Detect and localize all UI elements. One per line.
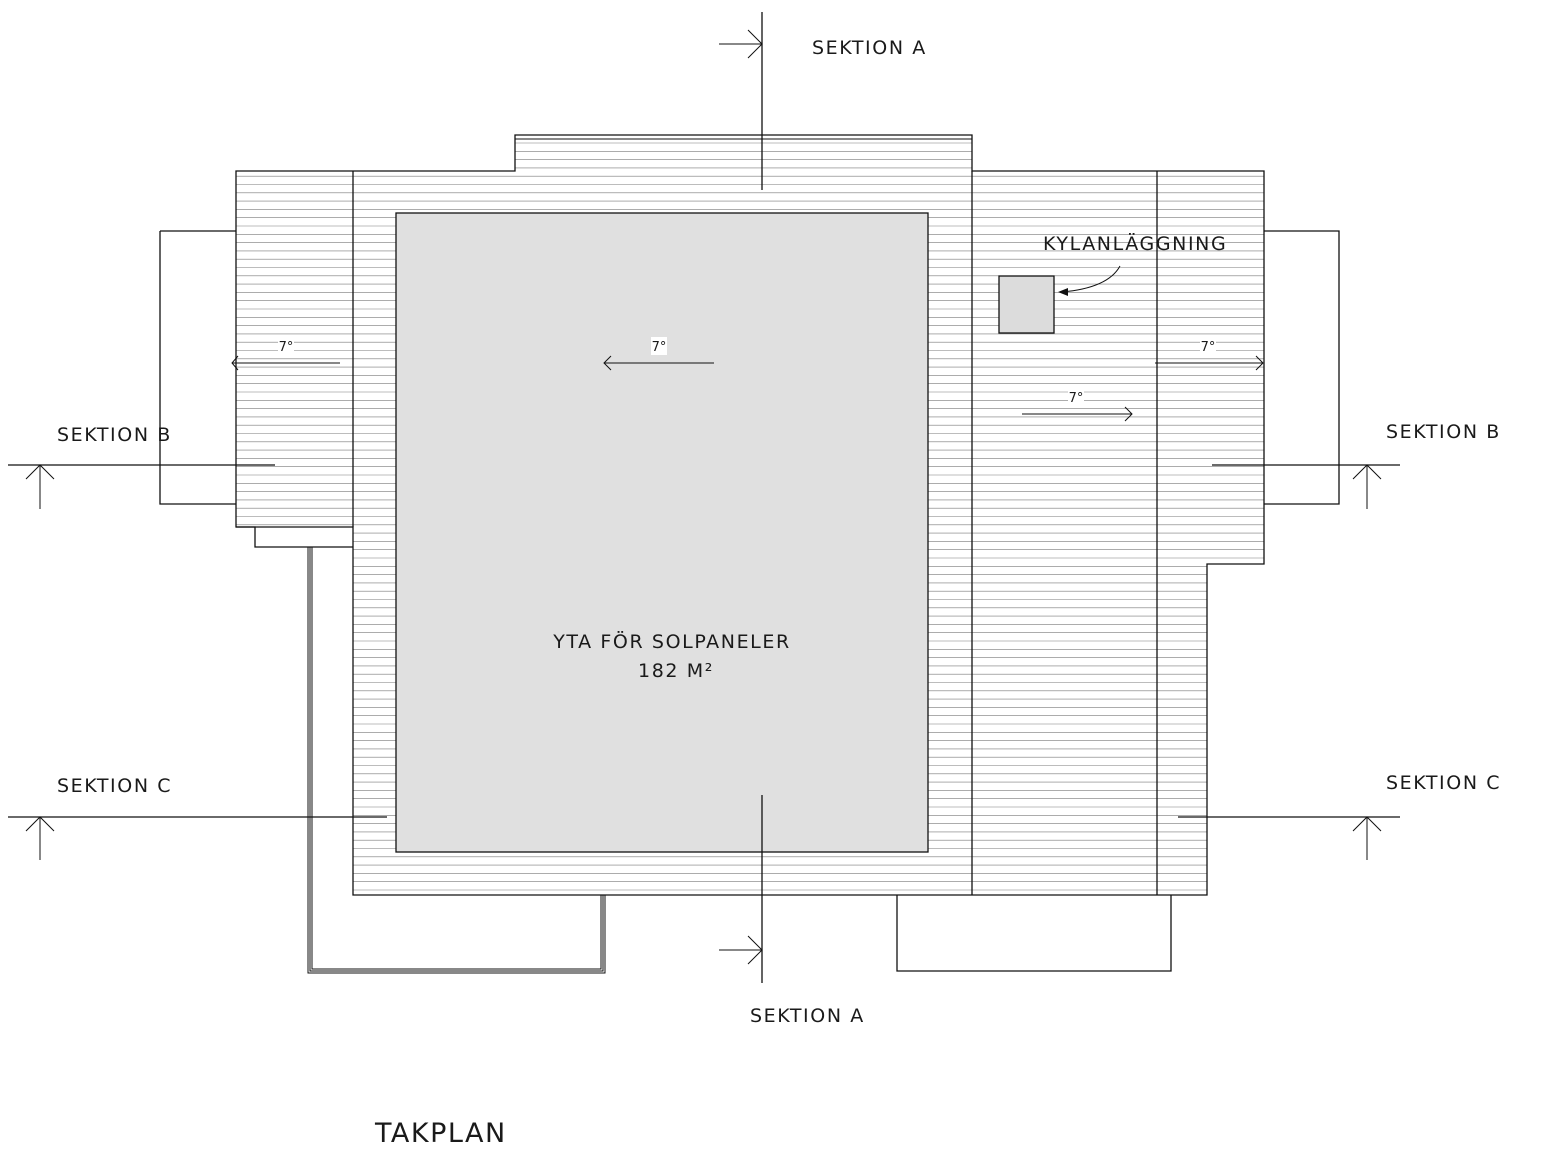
solar-panel-area bbox=[395, 212, 929, 853]
solar-area-value: 182 M² bbox=[638, 660, 714, 682]
wall-outline bbox=[1264, 230, 1340, 505]
section-label: SEKTION B bbox=[1386, 421, 1501, 443]
cooling-unit-leader bbox=[1061, 265, 1121, 293]
cooling-unit-label: KYLANLÄGGNING bbox=[1043, 232, 1227, 255]
wall-outline bbox=[236, 526, 353, 548]
slope-arrow-center: 7° bbox=[603, 337, 714, 371]
drawing-title: TAKPLAN bbox=[374, 1118, 507, 1149]
section-b-marker-right: SEKTION B bbox=[1212, 421, 1501, 509]
slope-label: 7° bbox=[279, 340, 294, 355]
section-a-marker-bottom: SEKTION A bbox=[719, 795, 865, 1027]
slope-label: 7° bbox=[652, 340, 667, 355]
section-label: SEKTION B bbox=[57, 424, 172, 446]
section-label: SEKTION A bbox=[812, 37, 927, 59]
section-label: SEKTION C bbox=[57, 775, 172, 797]
wall-outline bbox=[159, 230, 236, 505]
slope-label: 7° bbox=[1201, 340, 1216, 355]
slope-arrow-right-inner: 7° bbox=[1022, 391, 1133, 422]
section-c-marker-right: SEKTION C bbox=[1178, 772, 1501, 860]
solar-area-label: YTA FÖR SOLPANELER bbox=[552, 630, 791, 653]
slope-arrow-left-wing: 7° bbox=[231, 340, 340, 371]
section-b-marker-left: SEKTION B bbox=[8, 424, 275, 509]
section-c-marker-left: SEKTION C bbox=[8, 775, 387, 860]
section-a-marker-top: SEKTION A bbox=[719, 12, 927, 190]
wall-outline bbox=[307, 547, 606, 974]
section-label: SEKTION A bbox=[750, 1005, 865, 1027]
arrowhead-icon bbox=[1058, 288, 1068, 296]
slope-arrow-right-wing: 7° bbox=[1155, 340, 1264, 371]
section-label: SEKTION C bbox=[1386, 772, 1501, 794]
slope-label: 7° bbox=[1069, 391, 1084, 406]
cooling-unit bbox=[998, 275, 1055, 334]
wall-outline bbox=[896, 895, 1172, 972]
